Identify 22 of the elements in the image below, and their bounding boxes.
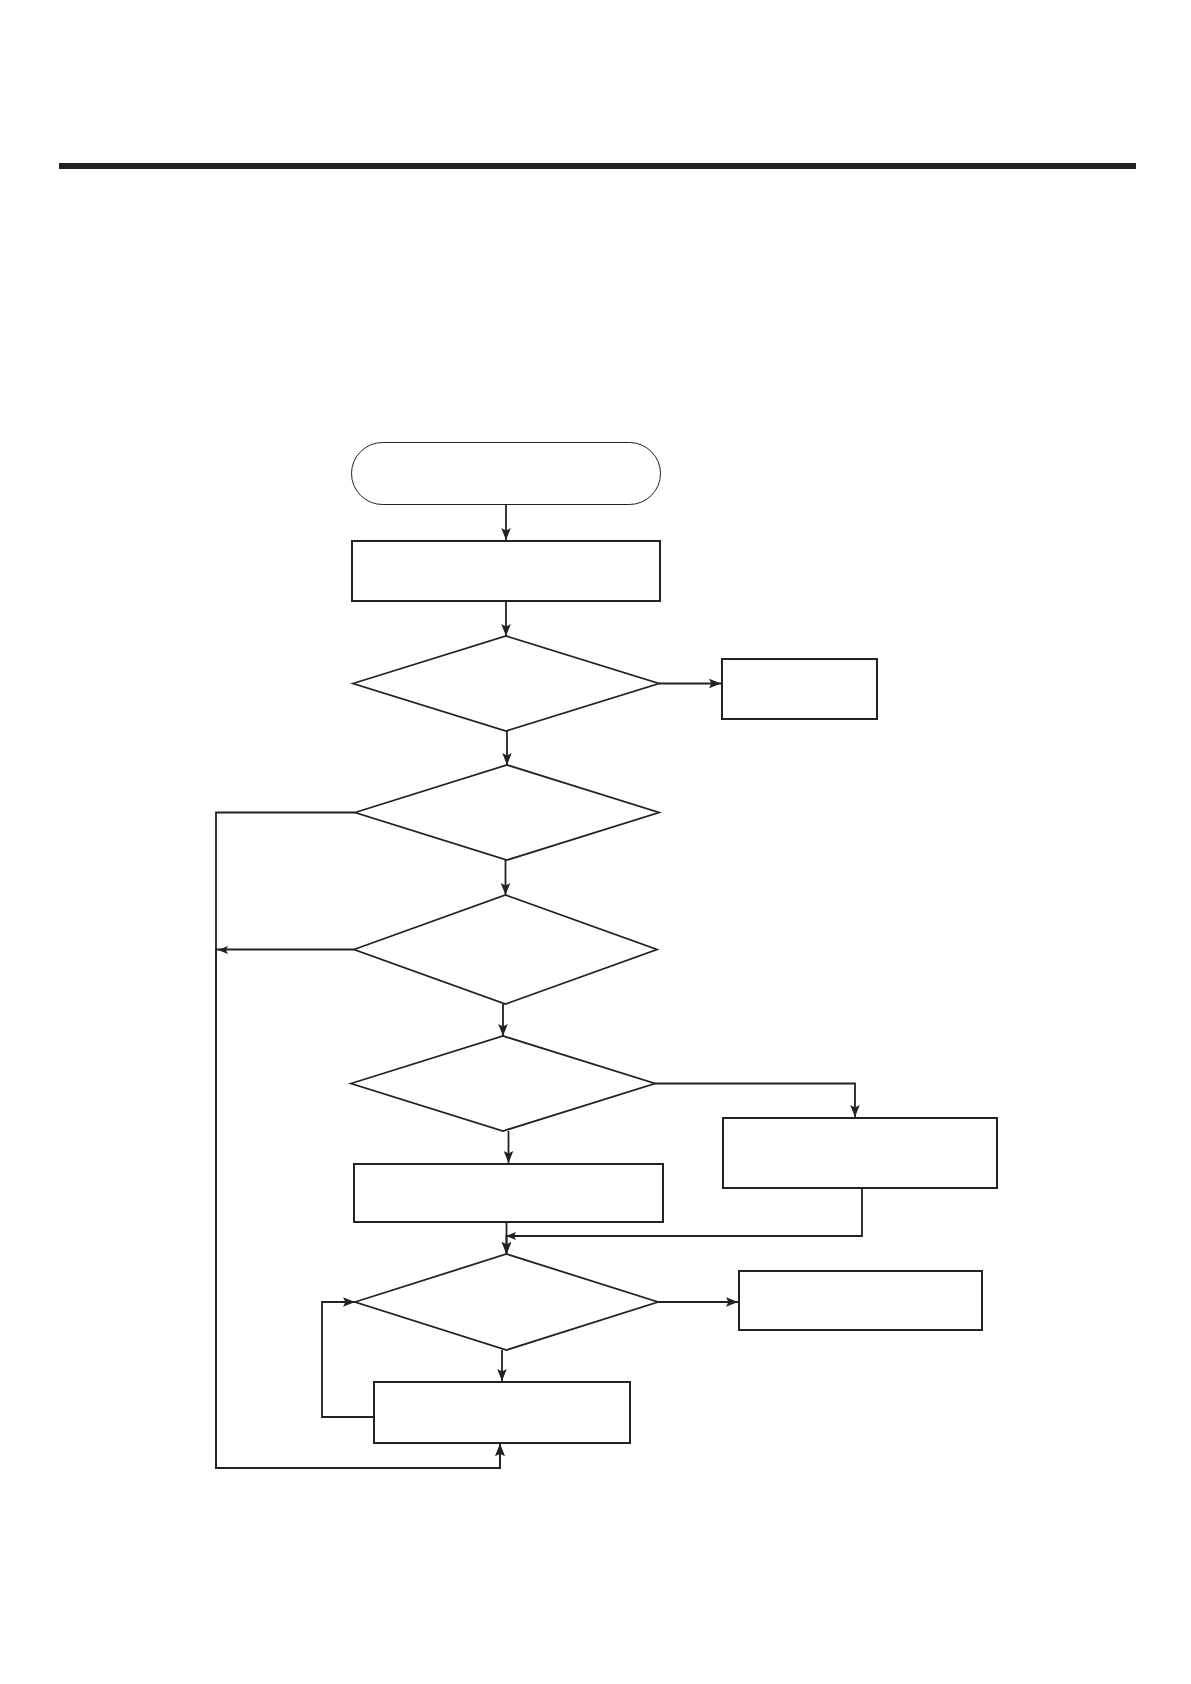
arrow (501, 504, 511, 541)
arrow (501, 1188, 863, 1255)
decision-diamond (353, 636, 659, 731)
arrow (502, 730, 512, 766)
process-box (353, 1163, 664, 1223)
arrow (503, 1130, 514, 1164)
decision-diamond (355, 1254, 658, 1350)
arrow (501, 601, 511, 637)
process-box (351, 540, 661, 602)
decision-diamond (355, 765, 659, 860)
process-box (722, 1117, 998, 1189)
arrow (657, 1297, 739, 1307)
decision-diamond (354, 895, 657, 1004)
arrow (500, 859, 511, 896)
arrow (215, 948, 505, 1469)
decision-diamond (351, 1036, 655, 1131)
arrow (498, 1003, 508, 1037)
process-box (738, 1270, 983, 1331)
arrow (321, 1297, 374, 1418)
process-box (373, 1381, 631, 1444)
process-box (721, 658, 878, 720)
arrow (497, 1349, 507, 1382)
